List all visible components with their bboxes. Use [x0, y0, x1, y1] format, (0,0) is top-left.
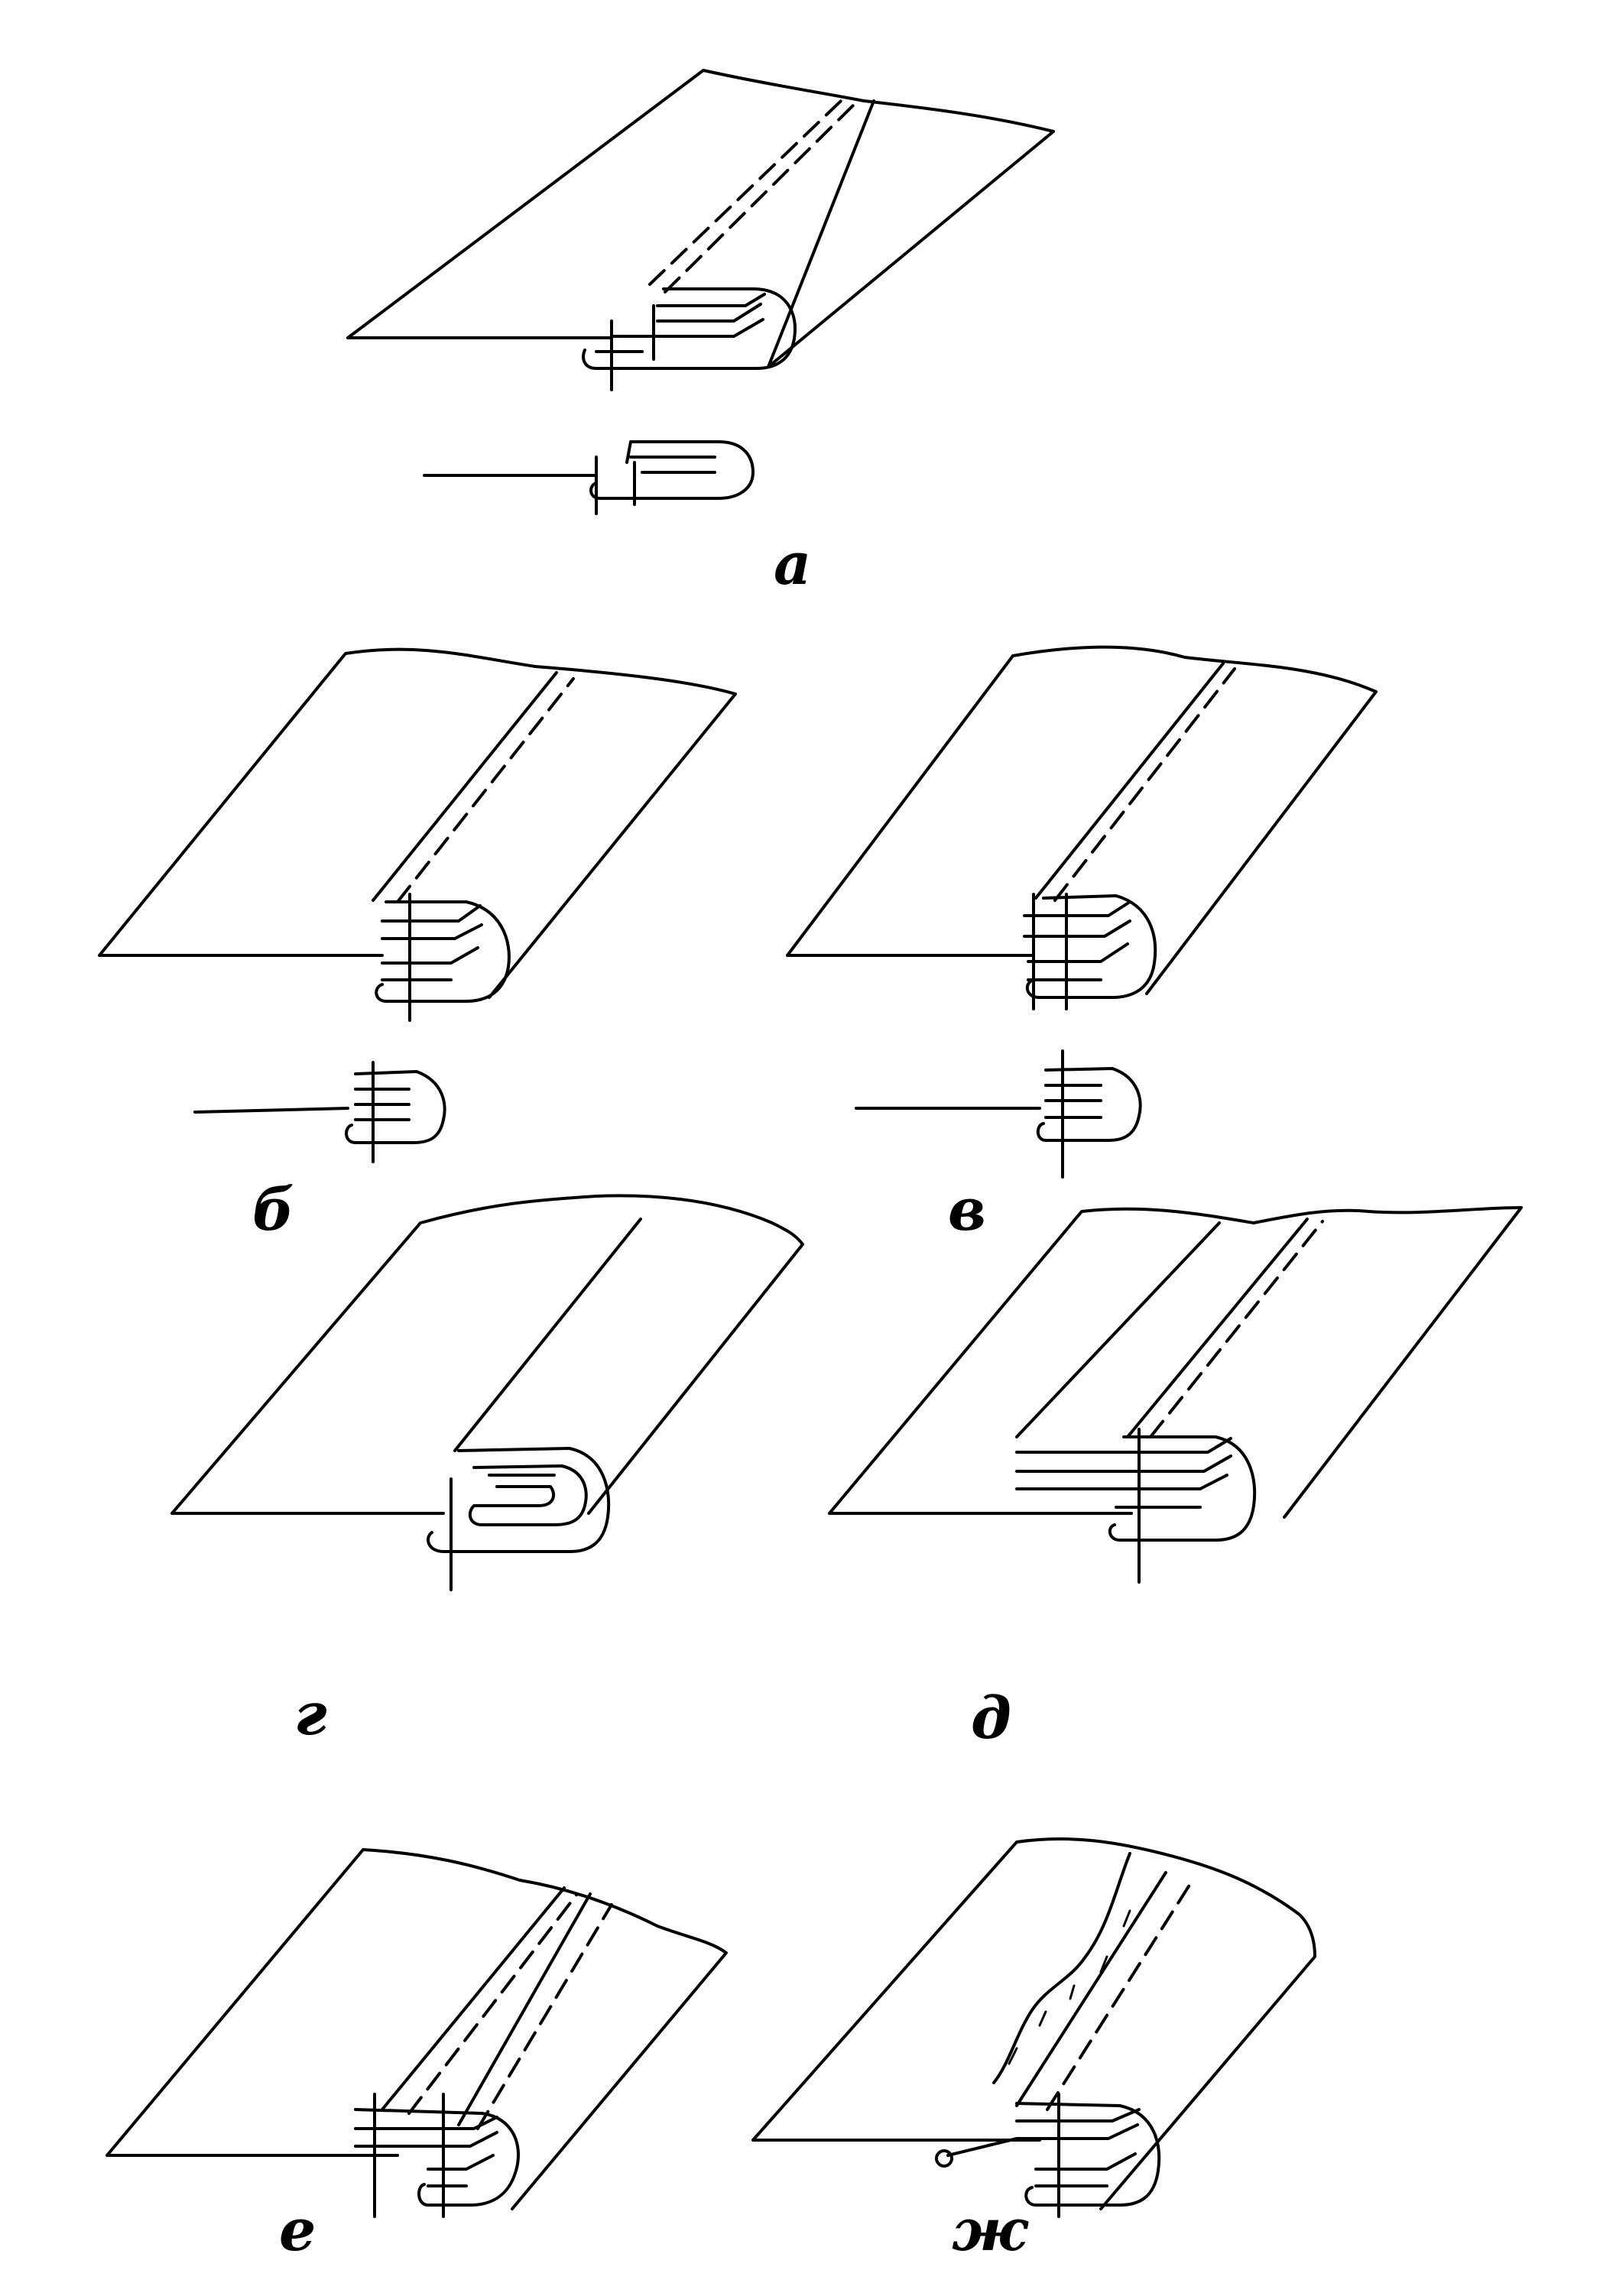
seam-a-fold-inner — [595, 293, 766, 353]
seam-v-stitch-dashed — [1053, 667, 1236, 902]
seam-d-stitch-dashed — [1149, 1220, 1324, 1438]
seam-a-fold-outer — [582, 287, 797, 370]
seam-zh-edge-line — [1015, 1871, 1167, 2107]
label-zh: ж — [952, 2196, 1028, 2264]
seam-a-section-needles — [595, 456, 636, 515]
seam-e-fold-outer — [354, 2108, 520, 2207]
label-d: д — [971, 1684, 1011, 1752]
seam-zh-frayed-ticks — [1008, 1909, 1131, 2065]
label-g: г — [294, 1680, 327, 1748]
seam-zh-fold-outer — [1015, 2102, 1161, 2207]
seam-e-edge-lines — [381, 1886, 592, 2126]
seam-e-stitch-dashed — [407, 1892, 613, 2130]
seam-b-section-line — [193, 1107, 349, 1114]
seam-v-fold-outer — [1025, 894, 1157, 999]
seam-zh-fabric-outline — [751, 1837, 1316, 2210]
label-e: е — [279, 2196, 316, 2264]
seam-d — [828, 1206, 1523, 1584]
seam-zh-thread-line — [946, 2137, 1018, 2157]
seam-a-stitch-dashed — [648, 99, 859, 293]
seam-zh — [751, 1837, 1316, 2218]
seam-v-edge-line — [1034, 662, 1225, 900]
seam-g — [170, 1194, 804, 1591]
seam-v — [786, 645, 1378, 1179]
seam-d-left-edge — [1015, 1221, 1221, 1438]
seam-b-section-fold — [345, 1070, 446, 1144]
seam-a-fabric-outline — [346, 69, 1055, 368]
label-a: а — [774, 530, 812, 598]
seam-d-fold-outer — [1108, 1435, 1257, 1542]
seam-b-fabric-outline — [98, 647, 737, 999]
seam-zh-fold-inner — [1015, 2108, 1141, 2187]
seam-d-right-edge — [1126, 1218, 1309, 1438]
seam-g-edge-line — [453, 1218, 642, 1452]
seam-v-section-fold — [1036, 1067, 1142, 1142]
seam-v-needles — [1032, 893, 1068, 1010]
seam-d-fold-inner — [1015, 1437, 1232, 1509]
seam-b-fold-inner — [381, 904, 483, 981]
label-v: в — [948, 1176, 986, 1244]
label-b: б — [252, 1176, 294, 1244]
seam-zh-frayed-edge — [992, 1852, 1131, 2084]
seam-a — [346, 69, 1055, 515]
seam-v-fabric-outline — [786, 645, 1378, 995]
seam-a-needle-lines — [610, 304, 655, 391]
seam-g-fold-outer — [427, 1447, 611, 1553]
seam-b-fold-outer — [375, 900, 511, 1003]
seam-zh-stitch-dashed — [1046, 1879, 1194, 2111]
seam-e-needles — [373, 2093, 445, 2218]
seam-b-edge-line — [372, 671, 558, 902]
seam-e-fold-inner — [354, 2116, 498, 2187]
seam-b-stitch-dashed — [396, 677, 575, 903]
seam-d-fabric-outline — [828, 1206, 1523, 1519]
seam-g-fold-spiral — [468, 1464, 588, 1526]
seam-a-edge-line — [767, 99, 875, 368]
seam-a-section-fold — [589, 440, 755, 500]
seam-g-fabric-outline — [170, 1194, 804, 1515]
seam-v-fold-inner — [1023, 900, 1131, 981]
seam-b — [98, 647, 737, 1163]
seam-zh-thread-knot — [935, 2149, 953, 2168]
seam-e — [105, 1848, 728, 2218]
seam-e-fabric-outline — [105, 1848, 728, 2210]
